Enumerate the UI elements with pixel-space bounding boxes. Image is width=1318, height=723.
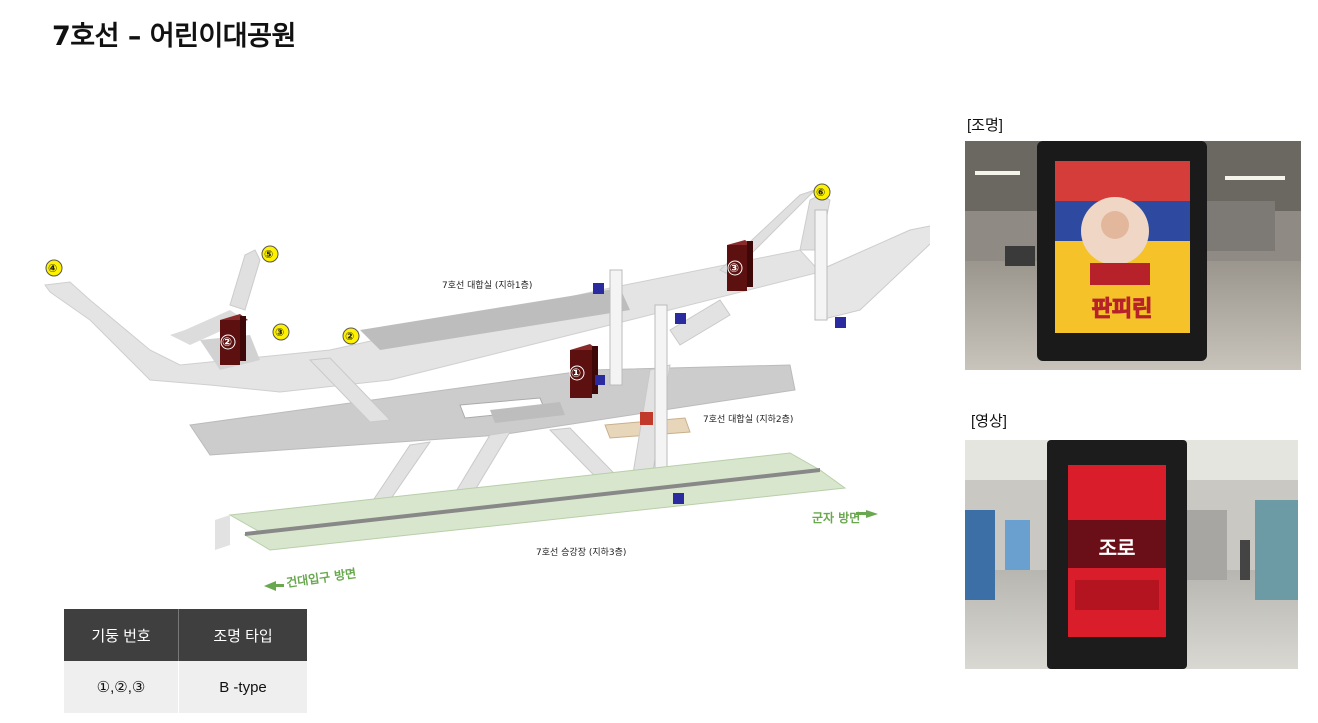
level3-label: 7호선 승강장 (지하3층) bbox=[536, 547, 626, 558]
station-map-drawing: 7호선 대합실 (지하1층) 7호선 대합실 (지하2층) 7호선 승강장 (지… bbox=[44, 183, 930, 591]
exit-marker-4: ④ bbox=[45, 259, 63, 277]
concourse-b2 bbox=[189, 364, 796, 456]
elevator-icon bbox=[593, 283, 846, 504]
concourse-b1 bbox=[44, 189, 930, 393]
restroom-icon bbox=[640, 412, 653, 425]
exit-marker-2: ② bbox=[342, 327, 360, 345]
table-row: ①,②,③ B -type bbox=[64, 661, 307, 713]
svg-text:⑥: ⑥ bbox=[816, 186, 825, 199]
direction-right: 군자 방면 bbox=[812, 510, 878, 525]
direction-left: 건대입구 방면 bbox=[264, 565, 357, 591]
legend-cell-pillars: ①,②,③ bbox=[64, 661, 179, 713]
platform-b3 bbox=[215, 452, 847, 551]
pillar-legend-table: 기둥 번호 조명 타입 ①,②,③ B -type bbox=[64, 609, 307, 713]
video-photo: 조로 bbox=[965, 440, 1298, 669]
legend-header-type: 조명 타입 bbox=[178, 609, 307, 661]
lighting-photo: 판피린 bbox=[965, 141, 1301, 370]
station-map: 7호선 대합실 (지하1층) 7호선 대합실 (지하2층) 7호선 승강장 (지… bbox=[30, 170, 930, 600]
lighting-ad-text: 판피린 bbox=[1092, 297, 1153, 322]
connectors bbox=[308, 209, 828, 519]
svg-text:⑤: ⑤ bbox=[264, 248, 273, 261]
video-ad-text: 조로 bbox=[1099, 536, 1136, 560]
exit-marker-3: ③ bbox=[272, 323, 290, 341]
exit-marker-6: ⑥ bbox=[813, 183, 831, 201]
legend-header-pillar: 기둥 번호 bbox=[64, 609, 179, 661]
level1-label: 7호선 대합실 (지하1층) bbox=[442, 280, 532, 291]
svg-text:②: ② bbox=[222, 335, 232, 349]
svg-text:③: ③ bbox=[275, 326, 284, 339]
exit-marker-5: ⑤ bbox=[261, 245, 279, 263]
svg-text:①: ① bbox=[571, 366, 581, 380]
level2-label: 7호선 대합실 (지하2층) bbox=[703, 414, 793, 425]
video-photo-label: [영상] bbox=[971, 413, 1007, 430]
svg-text:건대입구 방면: 건대입구 방면 bbox=[285, 565, 357, 590]
pillar-1: ① bbox=[569, 344, 598, 398]
svg-text:군자 방면: 군자 방면 bbox=[812, 510, 860, 525]
svg-text:②: ② bbox=[345, 330, 354, 343]
pillar-3: ③ bbox=[727, 240, 753, 291]
page-title: 7호선 – 어린이대공원 bbox=[52, 21, 296, 52]
svg-text:④: ④ bbox=[48, 262, 57, 275]
legend-header-row: 기둥 번호 조명 타입 bbox=[64, 609, 307, 661]
svg-text:③: ③ bbox=[729, 261, 739, 275]
legend-cell-type: B -type bbox=[178, 661, 307, 713]
lighting-photo-label: [조명] bbox=[967, 117, 1003, 134]
pillar-2: ② bbox=[220, 314, 248, 365]
